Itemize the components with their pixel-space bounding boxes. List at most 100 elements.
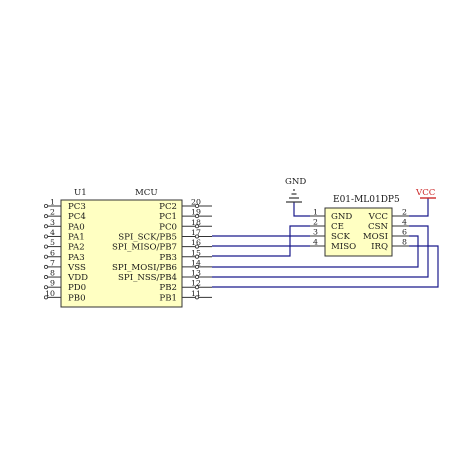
vcc-symbol: VCC <box>415 188 436 199</box>
mcu-pin-label: SPI_SCK/PB5 <box>118 232 177 242</box>
mcu-pin-number: 18 <box>191 218 201 227</box>
mcu-pin-end <box>194 224 199 229</box>
mcu-pin-number: 6 <box>50 248 55 257</box>
mcu-pin-number: 2 <box>50 208 55 217</box>
mcu-pin-end <box>44 214 49 219</box>
wire-gnd <box>293 202 310 217</box>
mcu-pin-number: 9 <box>50 279 55 288</box>
mcu-pin-number: 20 <box>191 198 201 207</box>
vcc-label: VCC <box>415 188 436 198</box>
mcu-pin-number: 4 <box>50 228 55 237</box>
mcu-pin-label: PB2 <box>159 283 177 293</box>
mcu-pin-label: PA0 <box>68 222 85 232</box>
mcu-pin-label: PA1 <box>68 232 85 242</box>
mcu-pin-number: 13 <box>191 269 201 278</box>
mcu-pin-label: SPI_NSS/PB4 <box>118 273 177 283</box>
module-pin-number: 2 <box>402 208 407 217</box>
module-pin-label: SCK <box>331 232 350 242</box>
module-pin-number: 8 <box>402 238 407 247</box>
module-pin-number: 6 <box>402 228 407 237</box>
wire-csn <box>212 225 429 278</box>
mcu-pin-end <box>44 234 49 239</box>
mcu-pin-label: SPI_MOSI/PB6 <box>112 263 177 273</box>
module-pin-number: 4 <box>402 218 407 227</box>
mcu-pin-end <box>194 275 199 280</box>
mcu-pin-label: PA3 <box>68 253 85 263</box>
module-pin-number: 4 <box>313 238 318 247</box>
mcu-pin-label: PB3 <box>159 253 177 263</box>
mcu-pin-end <box>194 244 199 249</box>
mcu-pin-end <box>44 285 49 290</box>
mcu-pin-label: PC2 <box>159 202 177 212</box>
mcu-pin-number: 16 <box>191 238 201 247</box>
module-pin-label: VCC <box>368 212 389 222</box>
module-pin-label: CE <box>331 222 344 232</box>
gnd-symbol: GND <box>285 177 306 203</box>
mcu-pin-label: PB1 <box>159 293 177 303</box>
mcu-pin-label: PC0 <box>159 222 177 232</box>
mcu-pin-number: 14 <box>191 258 201 267</box>
mcu-pin-number: 17 <box>191 228 201 237</box>
module-pin-label: IRQ <box>371 242 388 252</box>
module-body <box>324 207 393 257</box>
mcu-pin-number: 15 <box>191 248 201 257</box>
mcu-pin-number: 10 <box>45 289 55 298</box>
wire-vcc <box>409 198 429 217</box>
module-right-pins: 2 VCC 4 CSN 6 MOSI 8 IRQ <box>363 208 409 252</box>
mcu-pin-label: PA2 <box>68 243 85 253</box>
mcu-pin-number: 11 <box>191 289 201 298</box>
mcu-pin-end <box>194 234 199 239</box>
mcu-name: MCU <box>135 188 158 198</box>
mcu-pin-number: 8 <box>50 269 55 278</box>
wire-mosi <box>212 235 419 268</box>
module-pin-label: GND <box>331 212 352 222</box>
module-pin-number: 1 <box>313 208 318 217</box>
mcu-pin-end <box>194 264 199 269</box>
wire-irq <box>212 245 439 288</box>
mcu-pin-label: PD0 <box>68 283 86 293</box>
module-pin-label: MISO <box>331 242 356 252</box>
module-left-pins: 1 GND 2 CE 3 SCK 4 MISO <box>310 208 356 252</box>
mcu-pin-end <box>44 203 49 208</box>
mcu-pin-end <box>194 214 199 219</box>
module-pin-label: CSN <box>368 222 388 232</box>
wire-ce <box>212 225 310 257</box>
wires <box>212 198 439 288</box>
mcu-pin-number: 7 <box>50 258 55 267</box>
mcu-pin-end <box>44 254 49 259</box>
mcu-pin-end <box>194 254 199 259</box>
mcu-body <box>60 199 183 308</box>
module-pin-number: 2 <box>313 218 318 227</box>
mcu-pin-end <box>44 264 49 269</box>
gnd-label: GND <box>285 177 306 187</box>
mcu-pin-end <box>44 224 49 229</box>
mcu-pin-label: PC1 <box>159 212 177 222</box>
module-pin-number: 3 <box>313 228 318 237</box>
mcu-pin-label: PC3 <box>68 202 86 212</box>
mcu-right-pins: 20 PC2 19 PC1 18 PC0 17 SPI_SCK/PB5 16SPI_MISO/P… <box>112 198 212 303</box>
mcu-pin-number: 19 <box>191 208 201 217</box>
module-name: E01-ML01DP5 <box>333 195 400 205</box>
mcu-pin-end <box>44 295 49 300</box>
mcu-pin-end <box>194 295 199 300</box>
mcu-pin-end <box>194 203 199 208</box>
mcu-pin-number: 5 <box>50 238 55 247</box>
mcu-pin-number: 3 <box>50 218 55 227</box>
mcu-designator: U1 <box>74 188 87 198</box>
mcu-pin-label: PC4 <box>68 212 86 222</box>
mcu-pin-end <box>44 275 49 280</box>
module-pin-label: MOSI <box>363 232 388 242</box>
mcu-pin-number: 12 <box>191 279 201 288</box>
mcu-pin-end <box>44 244 49 249</box>
mcu-pin-label: VDD <box>67 273 88 283</box>
mcu-pin-end <box>194 285 199 290</box>
mcu-pin-label: VSS <box>67 263 86 273</box>
mcu-pin-label: SPI_MISO/PB7 <box>112 243 177 253</box>
mcu-pin-number: 1 <box>50 198 55 207</box>
mcu-pin-label: PB0 <box>68 293 86 303</box>
